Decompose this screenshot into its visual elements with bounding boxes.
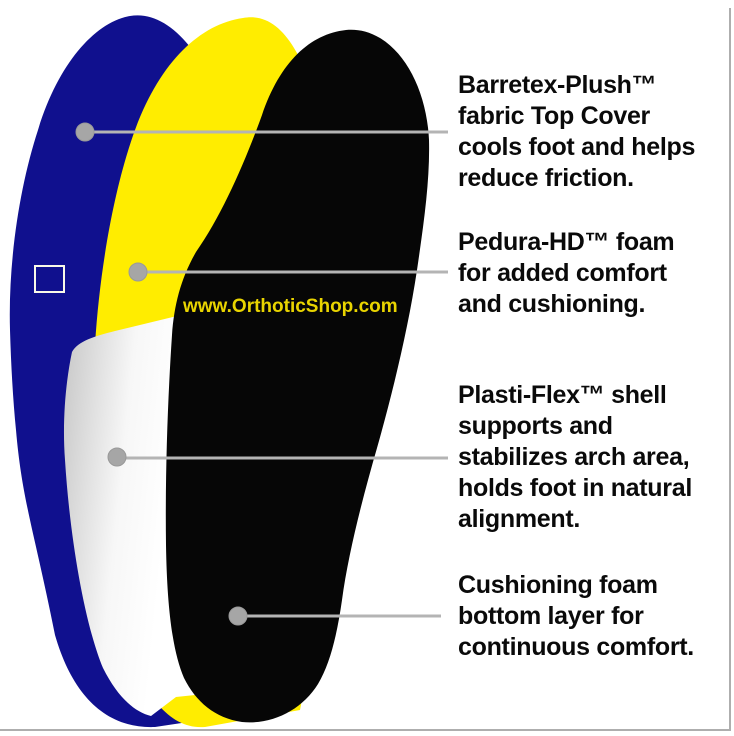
label-line: alignment. [458, 505, 581, 533]
square-marker [34, 265, 65, 293]
callout-dot-foam [128, 262, 148, 282]
label-line: supports and [458, 412, 613, 440]
label-line: cools foot and helps [458, 133, 696, 161]
label-line: Plasti-Flex™ shell [458, 381, 667, 409]
label-plasti-flex-shell: Plasti-Flex™ shell supports and stabiliz… [458, 380, 733, 535]
label-line: reduce friction. [458, 164, 634, 192]
callout-dot-bottom-foam [228, 606, 248, 626]
label-line: continuous comfort. [458, 633, 694, 661]
label-cushioning-foam: Cushioning foam bottom layer for continu… [458, 570, 733, 663]
watermark-url: www.OrthoticShop.com [183, 296, 398, 317]
label-line: bottom layer for [458, 602, 644, 630]
label-line: Barretex-Plush™ [458, 71, 657, 99]
label-line: holds foot in natural [458, 474, 692, 502]
label-line: fabric Top Cover [458, 102, 650, 130]
label-line: for added comfort [458, 259, 667, 287]
cushioning-foam-layer [165, 29, 430, 723]
label-line: Cushioning foam [458, 571, 658, 599]
image-border-right [729, 8, 731, 731]
callout-dot-top-cover [75, 122, 95, 142]
label-line: Pedura-HD™ foam [458, 228, 675, 256]
label-line: stabilizes arch area, [458, 443, 690, 471]
image-border-bottom [0, 729, 731, 731]
label-pedura-hd-foam: Pedura-HD™ foam for added comfort and cu… [458, 227, 733, 320]
label-fabric-top-cover: Barretex-Plush™ fabric Top Cover cools f… [458, 70, 733, 194]
callout-dot-shell [107, 447, 127, 467]
label-line: and cushioning. [458, 290, 646, 318]
